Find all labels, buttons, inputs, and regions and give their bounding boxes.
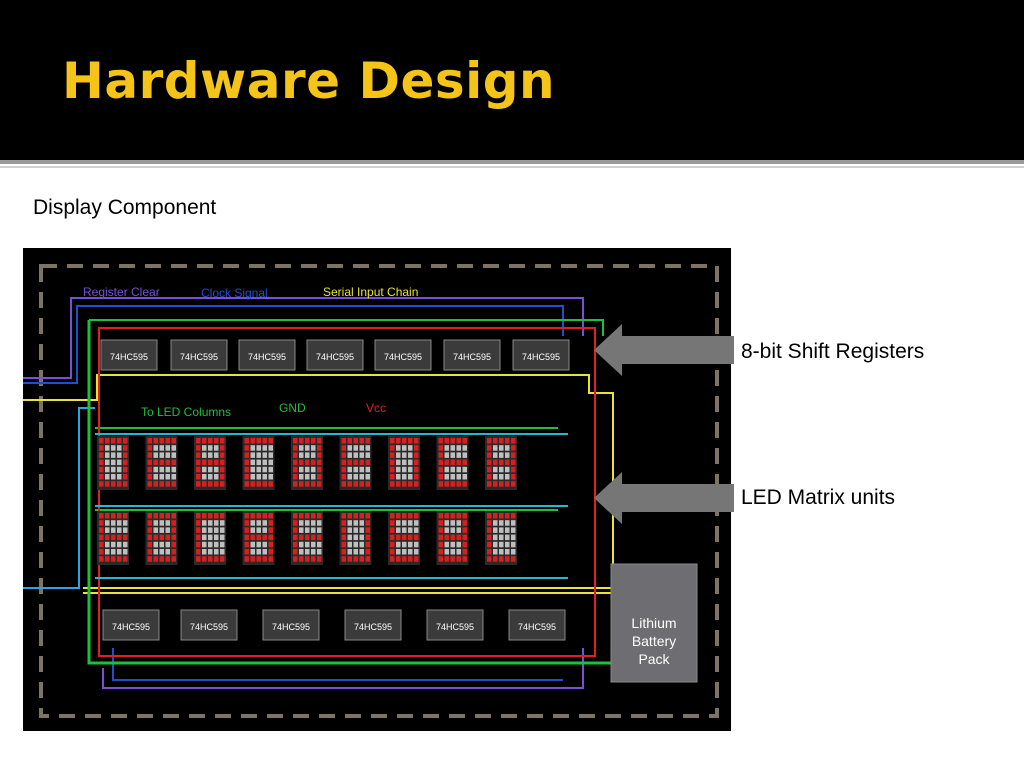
enclosure-border (39, 264, 719, 718)
svg-text:74HC595: 74HC595 (190, 622, 228, 632)
svg-text:74HC595: 74HC595 (248, 352, 286, 362)
svg-text:74HC595: 74HC595 (272, 622, 310, 632)
svg-text:74HC595: 74HC595 (384, 352, 422, 362)
shift-register-arrow-icon (594, 324, 734, 376)
shift-register-chip: 74HC595 (170, 339, 228, 371)
led-matrix-arrow-icon (594, 472, 734, 524)
shift-register-chip: 74HC595 (508, 609, 566, 641)
svg-text:74HC595: 74HC595 (522, 352, 560, 362)
wiring (23, 297, 623, 689)
led-matrix-callout: LED Matrix units (741, 486, 896, 509)
bottom-shift-registers: 74HC595 74HC595 74HC595 74HC595 74HC595 … (102, 609, 566, 641)
svg-text:74HC595: 74HC595 (354, 622, 392, 632)
shift-register-chip: 74HC595 (180, 609, 238, 641)
slide-subtitle: Display Component (33, 196, 217, 219)
led-matrix-unit (291, 436, 323, 490)
svg-text:74HC595: 74HC595 (180, 352, 218, 362)
shift-register-chip: 74HC595 (426, 609, 484, 641)
lithium-battery-pack: Lithium Battery Pack (610, 563, 698, 683)
gnd-label: GND (279, 401, 306, 415)
battery-label-line-3: Pack (638, 651, 670, 667)
shift-register-chip: 74HC595 (306, 339, 364, 371)
divider-line-light (0, 166, 1024, 168)
shift-register-chip: 74HC595 (443, 339, 501, 371)
shift-register-chip: 74HC595 (262, 609, 320, 641)
led-matrix-unit (485, 511, 517, 565)
title-bar: Hardware Design (0, 0, 1024, 160)
svg-text:74HC595: 74HC595 (518, 622, 556, 632)
led-matrix-unit (242, 436, 275, 490)
led-matrix-unit (194, 511, 226, 565)
shift-register-chip: 74HC595 (100, 339, 158, 371)
shift-register-chip: 74HC595 (344, 609, 402, 641)
led-matrix-unit (339, 436, 372, 490)
clock-signal-label: Clock Signal (201, 286, 268, 300)
led-matrix-unit (291, 511, 323, 565)
led-matrix-unit (194, 436, 226, 490)
slide-title: Hardware Design (62, 52, 556, 110)
led-matrix-unit (242, 511, 275, 565)
led-matrix-unit (145, 436, 178, 490)
led-matrix-unit (145, 511, 178, 565)
led-matrix-unit (485, 436, 517, 490)
svg-text:74HC595: 74HC595 (110, 352, 148, 362)
led-matrix-unit (97, 436, 129, 490)
led-matrix-unit (436, 511, 469, 565)
led-matrix-unit (97, 511, 129, 565)
shift-register-chip: 74HC595 (374, 339, 432, 371)
svg-text:74HC595: 74HC595 (112, 622, 150, 632)
led-matrix-unit (339, 511, 372, 565)
vcc-label: Vcc (366, 401, 386, 415)
serial-input-chain-label: Serial Input Chain (323, 285, 418, 299)
to-led-columns-label: To LED Columns (141, 405, 231, 419)
battery-label-line-2: Battery (632, 633, 676, 649)
svg-text:74HC595: 74HC595 (316, 352, 354, 362)
led-matrix-unit (436, 436, 469, 490)
shift-registers-callout: 8-bit Shift Registers (741, 340, 925, 363)
led-matrix-grid (97, 436, 517, 565)
shift-register-chip: 74HC595 (238, 339, 296, 371)
shift-register-chip: 74HC595 (512, 339, 570, 371)
led-matrix-unit (388, 511, 420, 565)
battery-label-line-1: Lithium (631, 615, 676, 631)
svg-text:74HC595: 74HC595 (436, 622, 474, 632)
register-clear-label: Register Clear (83, 285, 160, 299)
shift-register-chip: 74HC595 (102, 609, 160, 641)
led-matrix-unit (388, 436, 420, 490)
svg-text:74HC595: 74HC595 (453, 352, 491, 362)
top-shift-registers: 74HC595 74HC595 74HC595 74HC595 74HC595 … (100, 339, 570, 371)
divider-line (0, 160, 1024, 164)
